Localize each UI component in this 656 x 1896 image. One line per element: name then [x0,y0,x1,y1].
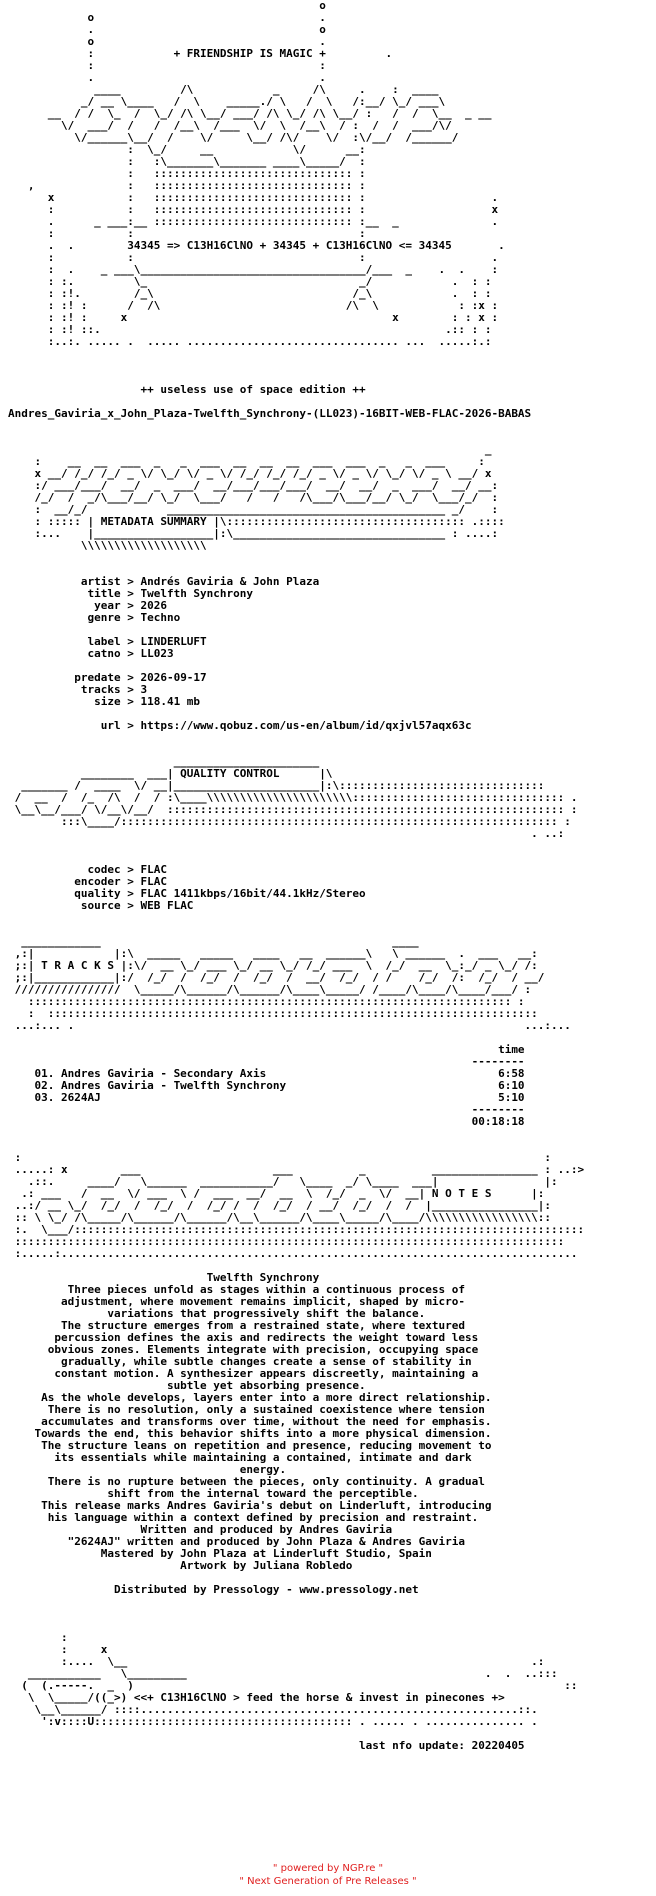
metadata-value[interactable]: https://www.qobuz.com/us-en/album/id/qxj… [140,719,472,732]
metadata-row: label > LINDERLUFT [8,635,207,648]
metadata-value: 2026 [140,599,167,612]
quality-value: FLAC 1411kbps/16bit/44.1kHz/Stereo [140,887,366,900]
quality-key: quality > [8,887,141,900]
notes-line: Mastered by John Plaza at Linderluft Stu… [8,1547,432,1560]
metadata-key: title > [8,587,141,600]
notes-line: Artwork by Juliana Robledo [8,1559,353,1572]
metadata-value: Andrés Gaviria & John Plaza [140,575,320,588]
ngp-footer: " powered by NGP.re " " Next Generation … [0,1862,656,1888]
quality-row: source > WEB FLAC [8,899,194,912]
notes-line: constant motion. A synthesizer appears d… [8,1367,479,1380]
metadata-value: 3 [140,683,148,696]
notes-line: Distributed by Pressology - www.pressolo… [8,1583,419,1596]
metadata-key: genre > [8,611,141,624]
notes-line: adjustment, where movement remains impli… [8,1295,465,1308]
notes-line: his language within a context defined by… [8,1511,479,1524]
time-rule: -------- [8,1055,525,1068]
metadata-value: Techno [140,611,181,624]
metadata-row: genre > Techno [8,611,180,624]
total-time: 00:18:18 [8,1115,525,1128]
track-row: 03. 2624AJ 5:10 [8,1091,525,1104]
metadata-row: size > 118.41 mb [8,695,200,708]
last-update-line: last nfo update: 20220405 [8,1739,525,1752]
metadata-value: Twelfth Synchrony [140,587,254,600]
metadata-row: year > 2026 [8,599,167,612]
header-ascii-art: o o . . o o . : + FRIENDSHIP IS MAGIC + [27,0,505,348]
tracklist-block: time -------- 01. Andres Gaviria - Secon… [8,1043,525,1128]
metadata-row: tracks > 3 [8,683,147,696]
metadata-ascii-art: _ : __ __ ___ _ _ ___ __ __ __ ___ ___ _… [34,443,505,552]
notes-line: There is no resolution, only a sustained… [8,1403,485,1416]
metadata-key: year > [8,599,141,612]
notes-line: Three pieces unfold as stages within a c… [8,1283,465,1296]
metadata-key: artist > [8,575,141,588]
time-header: time [8,1043,525,1056]
quality-row: quality > FLAC 1411kbps/16bit/44.1kHz/St… [8,887,366,900]
time-rule: -------- [8,1103,525,1116]
quality-row: codec > FLAC [8,863,167,876]
metadata-value: LL023 [140,647,174,660]
notes-line: accumulates and transforms over time, wi… [8,1415,492,1428]
notes-line: This release marks Andres Gaviria's debu… [8,1499,492,1512]
metadata-key: predate > [8,671,141,684]
footer-ascii-art: : : x :.... \__ .: ___________ \________… [21,1631,578,1728]
metadata-value: 2026-09-17 [140,671,207,684]
nfo-document: o o . . o o . : + FRIENDSHIP IS MAGIC + [8,0,585,1752]
metadata-value: 118.41 mb [140,695,201,708]
metadata-key: size > [8,695,141,708]
track-row: 01. Andres Gaviria - Secondary Axis 6:58 [8,1067,525,1080]
metadata-row: title > Twelfth Synchrony [8,587,253,600]
notes-block: Twelfth Synchrony Three pieces unfold as… [8,1271,491,1596]
notes-line: The structure emerges from a restrained … [8,1319,465,1332]
notes-line: As the whole develops, layers enter into… [8,1391,492,1404]
notes-line: shift from the internal toward the perce… [8,1487,419,1500]
notes-title: Twelfth Synchrony [8,1271,320,1284]
track-row: 02. Andres Gaviria - Twelfth Synchrony 6… [8,1079,525,1092]
tagline: " Next Generation of Pre Releases " [239,1876,417,1887]
notes-line: its essentials while maintaining a conta… [8,1451,472,1464]
tracks-ascii-art: ____________ ____ ,:| |:\ _____ _____ __… [14,935,571,1032]
metadata-row: url > https://www.qobuz.com/us-en/album/… [8,719,472,732]
quality-key: source > [8,899,141,912]
metadata-row: catno > LL023 [8,647,174,660]
metadata-summary: artist > Andrés Gaviria & John Plaza tit… [8,575,472,732]
release-name: Andres_Gaviria_x_John_Plaza-Twelfth_Sync… [8,407,532,420]
metadata-key: label > [8,635,141,648]
metadata-row: predate > 2026-09-17 [8,671,207,684]
notes-line: Towards the end, this behavior shifts in… [8,1427,492,1440]
edition-line: ++ useless use of space edition ++ [140,383,366,396]
metadata-key: catno > [8,647,141,660]
quality-value: FLAC [140,875,167,888]
quality-summary: codec > FLAC encoder > FLAC quality > FL… [8,863,366,912]
quality-ascii-art: ______________________ ________ ___| QUA… [14,755,578,840]
notes-line: obvious zones. Elements integrate with p… [8,1343,479,1356]
notes-line: The structure leans on repetition and pr… [8,1439,492,1452]
notes-line: subtle yet absorbing presence. [8,1379,366,1392]
notes-line: variations that progressively shift the … [8,1307,426,1320]
quality-row: encoder > FLAC [8,875,167,888]
quality-key: codec > [8,863,141,876]
metadata-key: tracks > [8,683,141,696]
quality-key: encoder > [8,875,141,888]
notes-line: percussion defines the axis and redirect… [8,1331,479,1344]
notes-line: There is no rupture between the pieces, … [8,1475,485,1488]
quality-value: FLAC [140,863,167,876]
powered-by-link[interactable]: " powered by NGP.re " [272,1863,384,1874]
notes-line: gradually, while subtle changes create a… [8,1355,472,1368]
notes-line: "2624AJ" written and produced by John Pl… [8,1535,465,1548]
notes-ascii-art: : : .....: x ___ ___ _ ________________ … [14,1151,585,1260]
notes-line: Written and produced by Andres Gaviria [8,1523,393,1536]
quality-value: WEB FLAC [140,899,194,912]
metadata-key: url > [8,719,141,732]
notes-line: energy. [8,1463,287,1476]
metadata-row: artist > Andrés Gaviria & John Plaza [8,575,319,588]
metadata-value: LINDERLUFT [140,635,207,648]
